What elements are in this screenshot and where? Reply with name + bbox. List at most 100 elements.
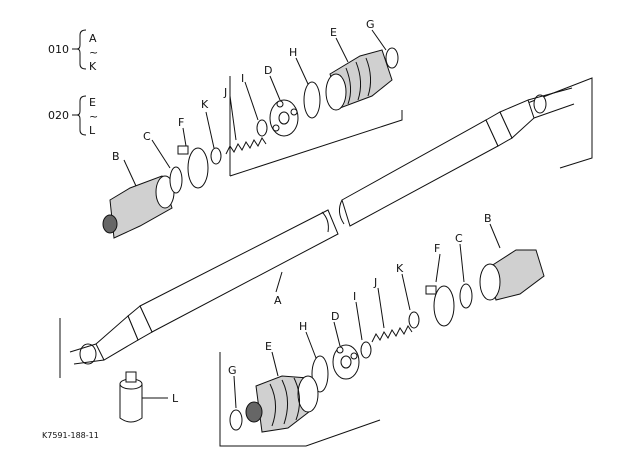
boot-band <box>187 147 209 189</box>
label-D-leader <box>333 321 341 347</box>
snap-ring <box>459 283 473 309</box>
part-C-right: C <box>455 232 473 309</box>
group-020-tilde: ~ <box>89 110 98 123</box>
part-J-upper: J <box>223 86 267 155</box>
band-clip <box>177 145 189 155</box>
label-G-upper: G <box>366 18 375 31</box>
label-B-leader <box>123 159 137 187</box>
spring-coil <box>225 137 267 155</box>
label-D-right: D <box>331 310 339 323</box>
snap-ring <box>169 166 183 194</box>
part-B-right: B <box>479 212 545 301</box>
boot-ribs <box>345 57 372 105</box>
group-020-code: 020 <box>48 109 69 122</box>
boot-mouth <box>297 375 319 413</box>
label-H-leader <box>295 57 309 85</box>
label-B-leader <box>489 223 501 249</box>
label-I-leader <box>355 301 363 341</box>
shaft-upper-spline <box>527 87 575 119</box>
upper-plane-outline <box>229 76 403 177</box>
part-B-upper: B <box>102 150 175 239</box>
shaft-lower-neck <box>95 315 139 361</box>
label-H-upper: H <box>289 46 297 59</box>
shaft-break-lower <box>321 211 329 233</box>
label-A-leader <box>275 271 283 293</box>
boot-mouth <box>325 73 347 111</box>
group-010-from: A <box>89 32 97 45</box>
label-C-leader <box>151 139 171 169</box>
label-F-upper: F <box>178 116 184 129</box>
part-D-upper: D <box>264 64 299 137</box>
group-010-tilde: ~ <box>89 46 98 59</box>
label-I-leader <box>244 81 259 121</box>
small-clamp <box>385 47 399 69</box>
label-F-leader <box>182 127 187 147</box>
shaft-A: A <box>69 87 575 365</box>
ball-3 <box>272 124 280 132</box>
label-J-right: J <box>373 276 377 289</box>
group-020-brace <box>76 95 87 136</box>
lower-plane-outline <box>219 352 381 447</box>
label-G-lower: G <box>228 364 237 377</box>
boot-band <box>433 285 455 327</box>
shaft-break-upper <box>338 199 345 225</box>
cylinder-body <box>119 384 143 423</box>
label-B-upper: B <box>112 150 120 163</box>
label-K-leader <box>205 111 215 149</box>
group-020-from: E <box>89 96 96 109</box>
stop-ring <box>256 119 268 137</box>
label-H-leader <box>305 331 317 359</box>
label-D-upper: D <box>264 64 272 77</box>
part-E-lower: E <box>245 340 319 433</box>
circlip <box>210 147 222 165</box>
label-G-leader <box>371 29 387 51</box>
shaft-upper-tube <box>341 119 499 227</box>
group-010-brace <box>76 29 87 70</box>
label-E-leader <box>271 351 279 377</box>
label-J-upper: J <box>223 86 227 99</box>
stop-ring <box>360 341 372 359</box>
boot-ribs <box>269 377 300 427</box>
label-E-leader <box>335 37 349 63</box>
ball-2 <box>350 352 358 360</box>
part-K-right: K <box>396 262 420 329</box>
inner-race-bore <box>340 355 352 369</box>
cylinder-cap <box>125 371 137 383</box>
label-C-upper: C <box>143 130 151 143</box>
part-I-right: I <box>353 290 372 359</box>
label-L: L <box>172 392 179 405</box>
circlip <box>408 311 420 329</box>
part-E-upper: E <box>325 26 393 111</box>
part-C-upper: C <box>143 130 183 194</box>
ball-1 <box>276 100 284 108</box>
label-I-right: I <box>353 290 356 303</box>
wire-ring <box>311 355 329 393</box>
shaft-lower-tube <box>139 209 339 333</box>
part-H-right: H <box>299 320 329 393</box>
label-A: A <box>274 294 282 307</box>
label-J-leader <box>229 95 237 141</box>
spring-coil <box>371 325 413 343</box>
label-E-upper: E <box>330 26 337 39</box>
housing-body <box>487 249 545 301</box>
part-K-upper: K <box>201 98 222 165</box>
housing-stub <box>102 214 118 234</box>
group-010-to: K <box>89 60 97 73</box>
label-K-right: K <box>396 262 404 275</box>
inner-race-bore <box>278 111 290 125</box>
part-G-upper: G <box>366 18 399 69</box>
label-C-right: C <box>455 232 463 245</box>
label-I-upper: I <box>241 72 244 85</box>
small-clamp <box>229 409 243 431</box>
label-B-right: B <box>484 212 492 225</box>
part-I-upper: I <box>241 72 268 137</box>
wire-ring <box>303 81 321 119</box>
label-F-leader <box>435 253 441 283</box>
label-E-lower: E <box>265 340 272 353</box>
shaft-lower-spline <box>69 343 105 365</box>
label-D-leader <box>269 75 281 101</box>
label-K-leader <box>401 273 411 311</box>
label-G-leader <box>233 375 237 409</box>
